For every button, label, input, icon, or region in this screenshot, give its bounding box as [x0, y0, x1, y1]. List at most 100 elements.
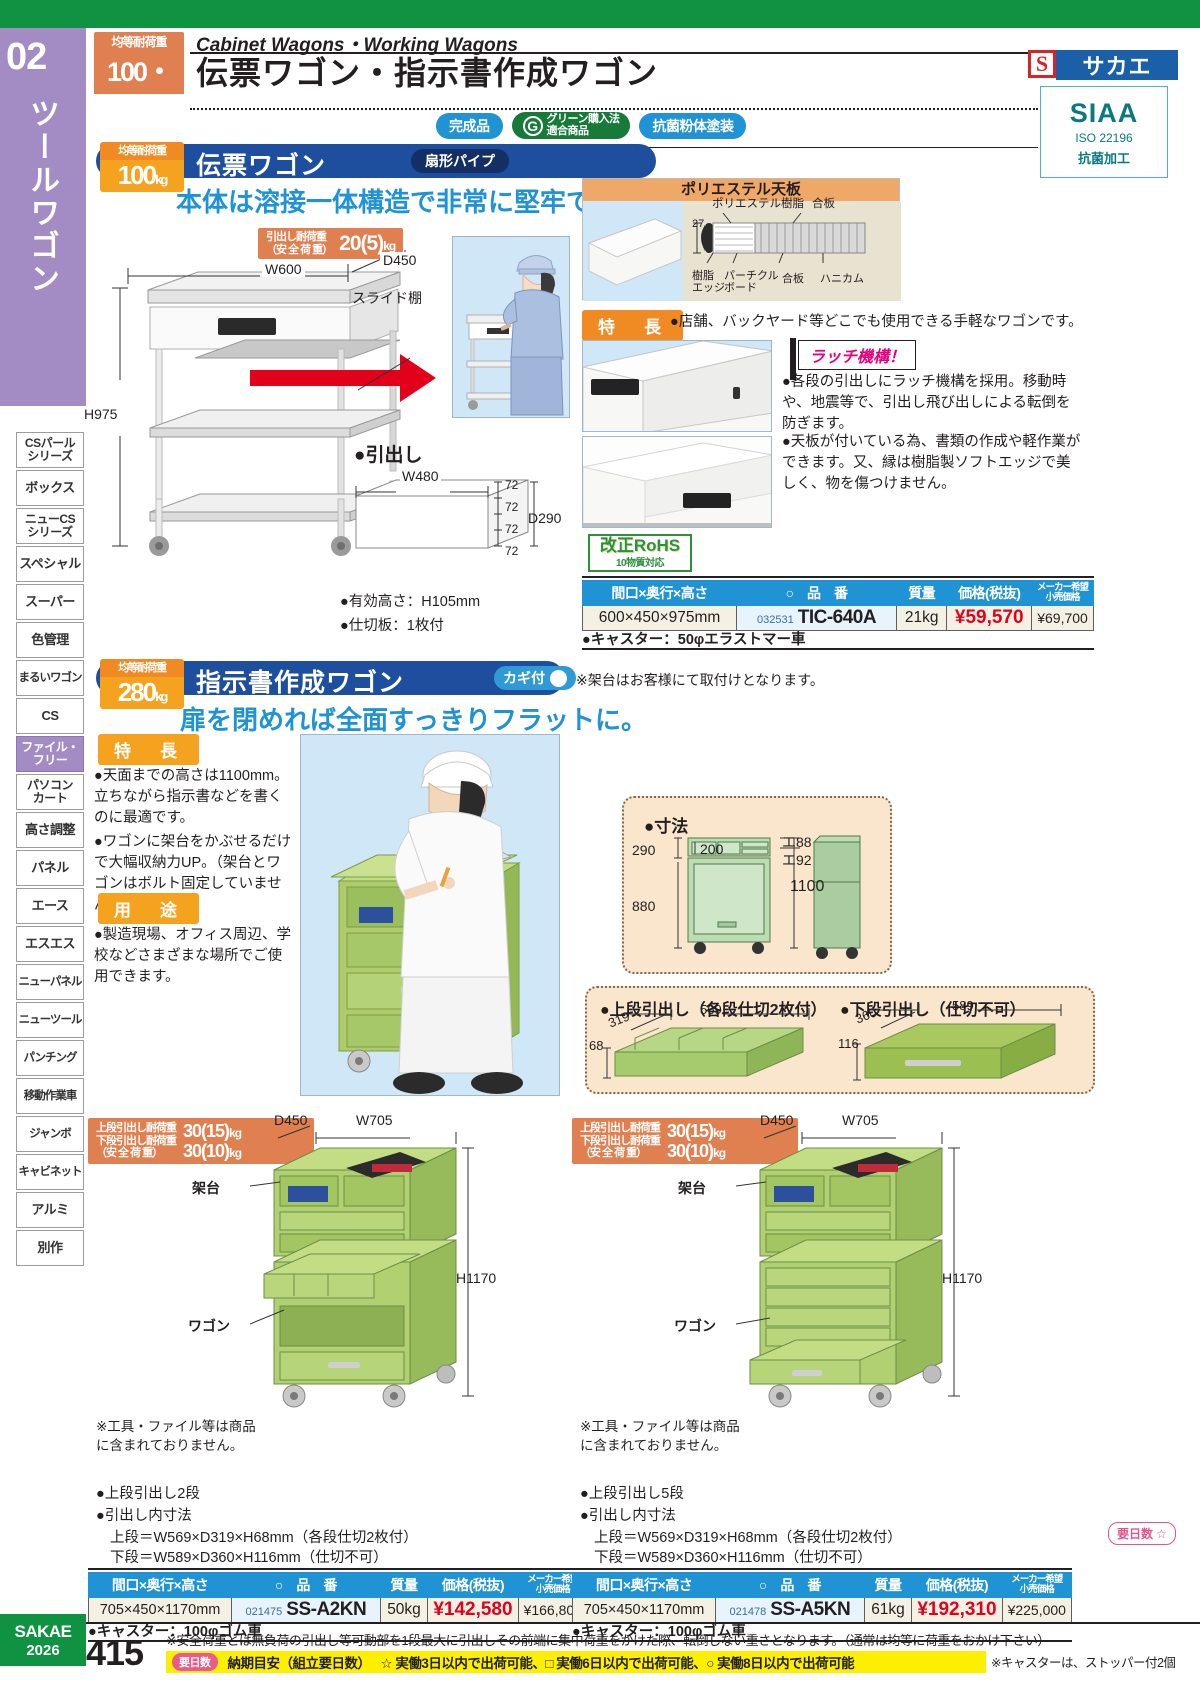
sidebar-item-label: まるいワゴン — [18, 671, 83, 684]
drawer-spec-0: ●有効高さ：H105mm — [340, 594, 481, 610]
sidebar-item-5[interactable]: 色管理 — [16, 622, 84, 658]
sidebar-item-3[interactable]: スペシャル — [16, 546, 84, 582]
top-panel-label-particle: パーチクルボード — [724, 270, 779, 294]
th-msrp: メーカー希望小売価格 — [1001, 1572, 1073, 1598]
variant1-wagon-drawing — [736, 1125, 960, 1408]
section1-title: 伝票ワゴン — [196, 152, 327, 180]
cell-weight: 21kg — [895, 605, 948, 631]
section2-load-value: 280kg — [100, 677, 184, 709]
drawer-dim-seg2: 72 — [505, 500, 519, 514]
particle-l1: パーチクル — [724, 270, 779, 282]
sidebar-item-0[interactable]: CSパールシリーズ — [16, 432, 84, 468]
v1-spec-1: ●引出し内寸法 — [580, 1508, 676, 1524]
sidebar-item-11[interactable]: パネル — [16, 850, 84, 886]
sidebar-item-13[interactable]: エスエス — [16, 926, 84, 962]
sidebar-item-9[interactable]: パソコンカート — [16, 774, 84, 810]
section2-chip: カギ付 — [494, 666, 576, 690]
th-weight: 質量 — [863, 1572, 913, 1598]
top-panel-label-resin: ポリエステル樹脂 — [712, 198, 804, 210]
lead-time-label: 要日数 — [1117, 1527, 1154, 1541]
drawer-illustration — [355, 479, 538, 549]
sidebar-item-8[interactable]: ファイル・フリー — [16, 736, 84, 772]
cell-itemno: 032531 — [757, 614, 794, 626]
cell-price: ¥142,580 — [427, 1597, 519, 1623]
sidebar-item-1[interactable]: ボックス — [16, 470, 84, 506]
drawer-section-heading: ●引出し — [354, 445, 423, 466]
header-load-number: 100・280 — [106, 57, 173, 127]
sidebar-item-18[interactable]: ジャンボ — [16, 1116, 84, 1152]
top-panel-section — [683, 201, 901, 301]
th-msrp-l1: メーカー希望 — [1037, 582, 1089, 594]
v1-spec-2: 上段＝W569×D319×H68mm（各段仕切2枚付） — [594, 1530, 902, 1546]
siaa-mark: SIAA — [1069, 97, 1139, 128]
v0-table-rule-bottom — [88, 1640, 588, 1642]
v0-load-v2: 30(10) — [183, 1141, 230, 1162]
section1-chip: 扇形パイプ — [411, 149, 509, 173]
edge-l2: エッジ — [692, 282, 725, 295]
dim-200: 200 — [700, 841, 724, 857]
sidebar-item-label: パネル — [31, 860, 69, 876]
sidebar-item-label: エース — [31, 898, 69, 914]
sidebar-item-17[interactable]: 移動作業車 — [16, 1078, 84, 1114]
page-footer: 415 ※安全荷重とは無負荷の引出し等可動部を1段最大に引出しその前端に集中荷重… — [86, 1618, 1200, 1697]
sidebar-item-12[interactable]: エース — [16, 888, 84, 924]
logo-kana: サカエ — [1056, 50, 1178, 80]
section2-lead: 扉を閉めれば全面すっきりフラットに。 — [180, 705, 647, 735]
cell-itemno: 021475 — [245, 1606, 283, 1618]
cell-size: 600×450×975mm — [581, 605, 738, 631]
sidebar-item-6[interactable]: まるいワゴン — [16, 660, 84, 696]
sidebar-item-7[interactable]: CS — [16, 698, 84, 734]
v1-spec-3: 下段＝W589×D360×H116mm（仕切不可） — [594, 1550, 872, 1566]
sidebar-item-label: パソコン — [26, 778, 74, 793]
v0-spec-1: ●引出し内寸法 — [96, 1508, 192, 1524]
footer-brand-line2: 2026 — [26, 1641, 60, 1659]
drawer-lower-w: 589 — [952, 998, 974, 1013]
th-weight: 質量 — [379, 1572, 429, 1598]
cell-weight: 50kg — [379, 1597, 429, 1623]
section1-load-caption: 均等耐荷重 — [100, 142, 184, 160]
v1-load-v1: 30(15) — [667, 1121, 714, 1141]
sidebar-item-label: キャビネット — [18, 1165, 83, 1178]
category-tab[interactable]: 02 ツールワゴン — [0, 28, 86, 406]
sidebar-item-15[interactable]: ニューツール — [16, 1002, 84, 1038]
header-load-badge: 均等耐荷重 100・280kg — [94, 32, 184, 127]
v0-label-wagon: ワゴン — [188, 1318, 230, 1334]
sidebar-item-19[interactable]: キャビネット — [16, 1154, 84, 1190]
sidebar-item-label2: カート — [32, 791, 68, 805]
section2-use-0: ●製造現場、オフィス周辺、学校などさまざまな場所でご使用できます。 — [94, 927, 291, 986]
sidebar-item-10[interactable]: 高さ調整 — [16, 812, 84, 848]
sidebar-item-16[interactable]: パンチング — [16, 1040, 84, 1076]
th-price: 価格(税抜) — [911, 1572, 1003, 1598]
sidebar-item-4[interactable]: スーパー — [16, 584, 84, 620]
section1-load-unit: kg — [155, 172, 168, 187]
header-dotted-rule — [190, 108, 1038, 110]
wagon-illustration — [112, 250, 436, 556]
variant0-price-table: 間口×奥行×高さ ○ 品 番 質量 価格(税抜) メーカー希望小売価格 705×… — [87, 1572, 589, 1623]
sidebar-item-14[interactable]: ニューパネル — [16, 964, 84, 1000]
section2-load-unit: kg — [155, 689, 168, 704]
footer-rule — [86, 1622, 1200, 1624]
cell-partnumber: SS-A5KN — [770, 1599, 851, 1620]
sidebar-item-label: スーパー — [25, 594, 75, 610]
top-panel-label-ply2: 合板 — [782, 273, 804, 285]
sidebar-item-label: 色管理 — [31, 632, 69, 648]
sidebar-item-label: 別作 — [37, 1240, 63, 1256]
drawer-lower-h: 116 — [838, 1036, 859, 1051]
key-icon — [550, 669, 567, 687]
sidebar-item-21[interactable]: 別作 — [16, 1230, 84, 1266]
cell-partnumber: SS-A2KN — [286, 1599, 367, 1620]
v0-load-l3: （安 全 荷 重） — [96, 1147, 163, 1160]
cell-itemno: 021478 — [729, 1606, 767, 1618]
variant1-price-table: 間口×奥行×高さ ○ 品 番 質量 価格(税抜) メーカー希望小売価格 705×… — [571, 1572, 1073, 1623]
sidebar-item-label: ボックス — [25, 480, 75, 496]
sidebar-item-20[interactable]: アルミ — [16, 1192, 84, 1228]
drawer-load-unit: kg — [383, 238, 396, 253]
